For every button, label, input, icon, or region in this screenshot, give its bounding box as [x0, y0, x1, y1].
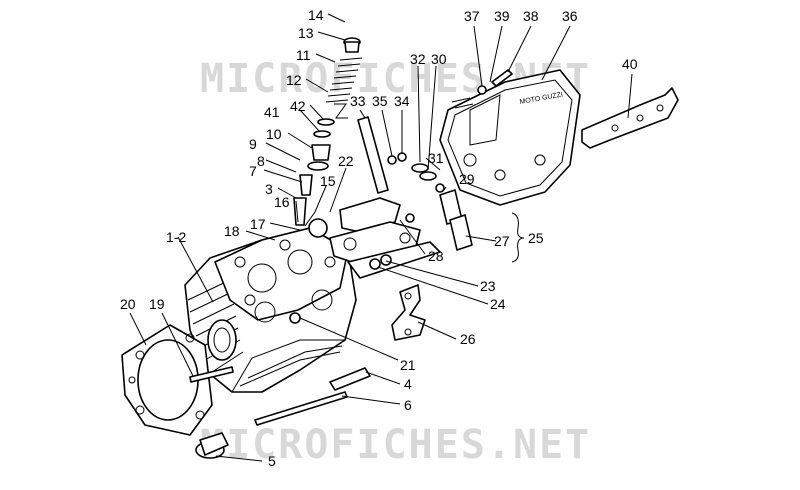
callout-6: 6 [404, 397, 412, 413]
callout-24: 24 [490, 296, 506, 312]
callout-37: 37 [464, 8, 480, 24]
callout-36: 36 [562, 8, 578, 24]
callout-21: 21 [400, 357, 416, 373]
valve-guide [329, 367, 371, 391]
cover-plate [581, 87, 679, 149]
valve-cover: MOTO GUZZI [439, 69, 581, 206]
callout-20: 20 [120, 296, 136, 312]
callout-40: 40 [622, 56, 638, 72]
callout-1-2: 1-2 [166, 229, 186, 245]
rocker-assembly [308, 116, 473, 279]
callout-39: 39 [494, 8, 510, 24]
callout-33: 33 [350, 93, 366, 109]
valve-spring-stack [293, 37, 363, 226]
watermark-bottom: MICROFICHES.NET [200, 422, 591, 468]
cylinder-head [184, 227, 357, 393]
callout-41: 41 [264, 104, 280, 120]
leader-lines [129, 13, 633, 462]
stud [189, 366, 234, 383]
callout-22: 22 [338, 153, 354, 169]
callout-30: 30 [431, 51, 447, 67]
callout-10: 10 [266, 126, 282, 142]
valve [195, 391, 348, 459]
callout-5: 5 [268, 453, 276, 469]
callout-16: 16 [274, 194, 290, 210]
callout-42: 42 [290, 98, 306, 114]
callout-17: 17 [250, 216, 266, 232]
callout-34: 34 [394, 93, 410, 109]
callout-12: 12 [286, 72, 302, 88]
bracket [391, 284, 426, 341]
callout-38: 38 [523, 8, 539, 24]
callout-25: 25 [528, 230, 544, 246]
callout-11: 11 [296, 47, 311, 63]
callout-26: 26 [460, 331, 476, 347]
callout-7: 7 [249, 163, 257, 179]
callout-14: 14 [308, 7, 324, 23]
callout-35: 35 [372, 93, 388, 109]
callout-19: 19 [149, 296, 165, 312]
callout-4: 4 [404, 376, 412, 392]
callout-13: 13 [298, 25, 314, 41]
callout-29: 29 [459, 171, 475, 187]
callout-labels: 14 13 11 12 42 41 10 9 8 7 3 16 17 18 1-… [120, 7, 638, 469]
callout-15: 15 [320, 173, 336, 189]
callout-23: 23 [480, 278, 496, 294]
callout-31: 31 [428, 150, 444, 166]
callout-9: 9 [249, 136, 257, 152]
callout-32: 32 [410, 51, 426, 67]
callout-8: 8 [257, 153, 265, 169]
screw [289, 312, 301, 324]
callout-27: 27 [494, 233, 510, 249]
callout-3: 3 [265, 181, 273, 197]
callout-28: 28 [428, 248, 444, 264]
callout-18: 18 [224, 223, 240, 239]
